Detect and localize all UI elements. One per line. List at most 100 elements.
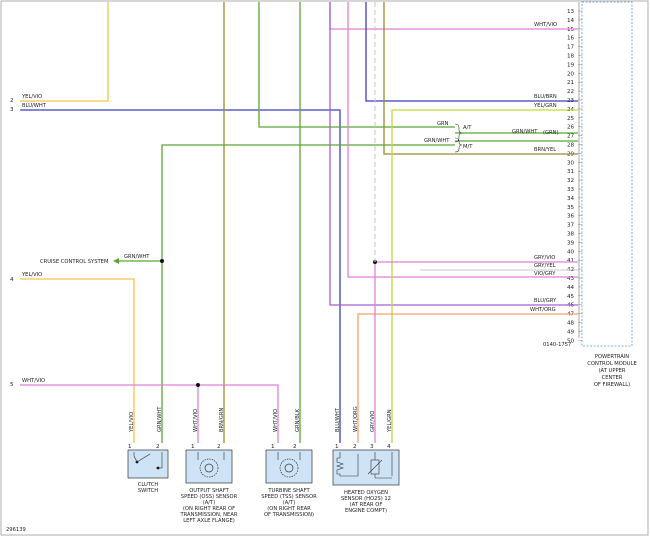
ref-4-label: YEL/VIO: [21, 272, 42, 278]
pcm-pin-31: 31: [567, 169, 575, 175]
label-grn: GRN: [437, 121, 449, 127]
oss-pin1: 1: [191, 444, 195, 450]
oss-caption-5: TRANSMISSION, NEAR: [180, 512, 238, 518]
oss-wire2-label: BRN/GRN: [219, 408, 225, 432]
label-gry-yel-42: GRY/YEL: [534, 263, 556, 269]
clutch-switch-body: [127, 449, 169, 479]
pcm-pin-34: 34: [567, 196, 575, 202]
diagram-id: 296139: [6, 527, 26, 533]
splice-wht-vio: [196, 383, 200, 387]
oss-caption-4: (ON RIGHT REAR OF: [183, 506, 235, 512]
wire-blu-wht-ho2s: [20, 109, 341, 443]
pcm-caption-4: CENTER: [602, 375, 623, 381]
oss-caption-6: LEFT AXLE FLANGE): [183, 518, 235, 524]
label-cruise-wire: GRN/WHT: [124, 254, 150, 260]
ho2s-pin2: 2: [353, 444, 357, 450]
tss-sensor-body: [265, 449, 313, 484]
pcm-pin-22: 22: [567, 89, 574, 95]
pcm-pin-41: 41: [567, 258, 575, 264]
ref-5-label: WHT/VIO: [22, 378, 45, 384]
pcm-pin-32: 32: [567, 178, 574, 184]
pcm-pin-48: 48: [567, 321, 575, 327]
pcm-pin-38: 38: [567, 232, 575, 238]
pcm-caption-2: CONTROL MODULE: [587, 361, 637, 367]
ho2s-wire1-label: BLU/WHT: [335, 407, 341, 432]
pcm-pin-17: 17: [567, 45, 575, 51]
pcm-pin-46: 46: [567, 303, 575, 309]
oss-caption-1: OUTPUT SHAFT: [189, 488, 229, 494]
ho2s-caption-4: ENGINE COMPT): [345, 508, 387, 514]
pcm-pin-list: 1314151617181920212223242526272829303132…: [567, 9, 582, 344]
oss-pin2: 2: [217, 444, 221, 450]
wire-brn-yel-29: [383, 2, 578, 155]
tss-wire2-label: GRN/BLK: [295, 408, 301, 432]
oss-sensor: WHT/VIO BRN/GRN 1 2 OUTPUT SHAFT SPEED (…: [180, 408, 238, 524]
brace-mt: [454, 137, 463, 153]
pcm-pin-50: 50: [567, 338, 575, 344]
pcm-pin-15: 15: [567, 27, 575, 33]
ref-2-label: YEL/VIO: [21, 94, 42, 100]
clutch-wire1-label: YEL/VIO: [129, 412, 135, 433]
cruise-arrow: [113, 258, 119, 264]
oss-caption-2: SPEED (OSS) SENSOR: [181, 494, 238, 500]
wire-yel-vio-ref2: [20, 2, 109, 102]
pcm-pin-20: 20: [567, 71, 575, 77]
ho2s-wire3-label: GRY/VIO: [370, 411, 376, 432]
ho2s-wire4-label: YEL/GRN: [387, 409, 393, 433]
oss-wire1-label: WHT/VIO: [193, 409, 199, 432]
label-at: A/T: [463, 125, 472, 131]
pcm-pin-13: 13: [567, 9, 575, 15]
label-brn-yel-29: BRN/YEL: [534, 147, 556, 153]
ho2s-pin1: 1: [335, 444, 339, 450]
ref-4: 4: [10, 277, 14, 283]
pcm-pin-36: 36: [567, 214, 575, 220]
ho2s-caption-3: (AT REAR OF: [350, 502, 383, 508]
pcm-pin-33: 33: [567, 187, 575, 193]
tss-caption-1: TURBINE SHAFT: [267, 488, 310, 494]
pcm-pin-28: 28: [567, 143, 575, 149]
pcm-pin-40: 40: [567, 249, 575, 255]
wire-yel-vio-clutch: [20, 278, 135, 443]
label-gry-vio-41: GRY/VIO: [534, 255, 555, 261]
label-grn-wht-27: GRN/WHT: [512, 129, 538, 135]
ho2s-caption-2: SENSOR (HO2S) 12: [341, 496, 391, 502]
ref-3-label: BLU/WHT: [22, 103, 47, 109]
pcm-caption-5: OF FIREWALL): [594, 382, 630, 388]
pcm-module-box: [581, 1, 633, 347]
wire-gry-vio-41: [374, 261, 578, 443]
label-blu-gry-46: BLU/GRY: [534, 298, 557, 304]
ref-2: 2: [10, 98, 14, 104]
pcm-pin-14: 14: [567, 18, 575, 24]
tss-caption-4: (ON RIGHT REAR: [267, 506, 311, 512]
wire-wht-org-47: [357, 313, 578, 443]
oss-sensor-body: [185, 449, 233, 484]
pcm-caption-3: (AT UPPER: [599, 368, 626, 374]
cruise-control-label: CRUISE CONTROL SYSTEM: [40, 259, 108, 265]
wire-vio-gry-43: [347, 2, 578, 278]
ho2s-pin3: 3: [370, 444, 374, 450]
wire-grn-at: [258, 2, 455, 128]
pcm-pin-26: 26: [567, 125, 575, 131]
tss-caption-5: OF TRANSMISSION): [264, 512, 314, 518]
pcm-connector-id: 0140-1757: [543, 342, 571, 348]
clutch-caption-1: CLUTCH: [138, 482, 159, 488]
ho2s-sensor: BLU/WHT WHT/ORG GRY/VIO YEL/GRN 1 2 3 4 …: [332, 406, 400, 514]
pcm-pin-35: 35: [567, 205, 575, 211]
wire-blu-brn-23: [365, 2, 578, 102]
label-grn-paren: (GRN): [543, 130, 559, 136]
pcm-pin-19: 19: [567, 62, 575, 68]
label-mt: M/T: [463, 144, 473, 150]
pcm-pin-21: 21: [567, 80, 575, 86]
pcm-caption-1: POWERTRAIN: [595, 354, 629, 360]
clutch-switch: YEL/VIO GRN/WHT 1 2 CLUTCH SWITCH: [127, 406, 169, 494]
pcm-pin-18: 18: [567, 54, 575, 60]
label-wht-org-47: WHT/ORG: [530, 307, 556, 313]
pcm-pin-43: 43: [567, 276, 575, 282]
tss-wire1-label: WHT/VIO: [273, 409, 279, 432]
ref-5: 5: [10, 382, 14, 388]
label-yel-grn-24: YEL/GRN: [533, 103, 557, 109]
clutch-wire2-label: GRN/WHT: [157, 406, 163, 432]
pcm-pin-16: 16: [567, 36, 575, 42]
wire-wht-vio-ref5: [20, 384, 279, 443]
